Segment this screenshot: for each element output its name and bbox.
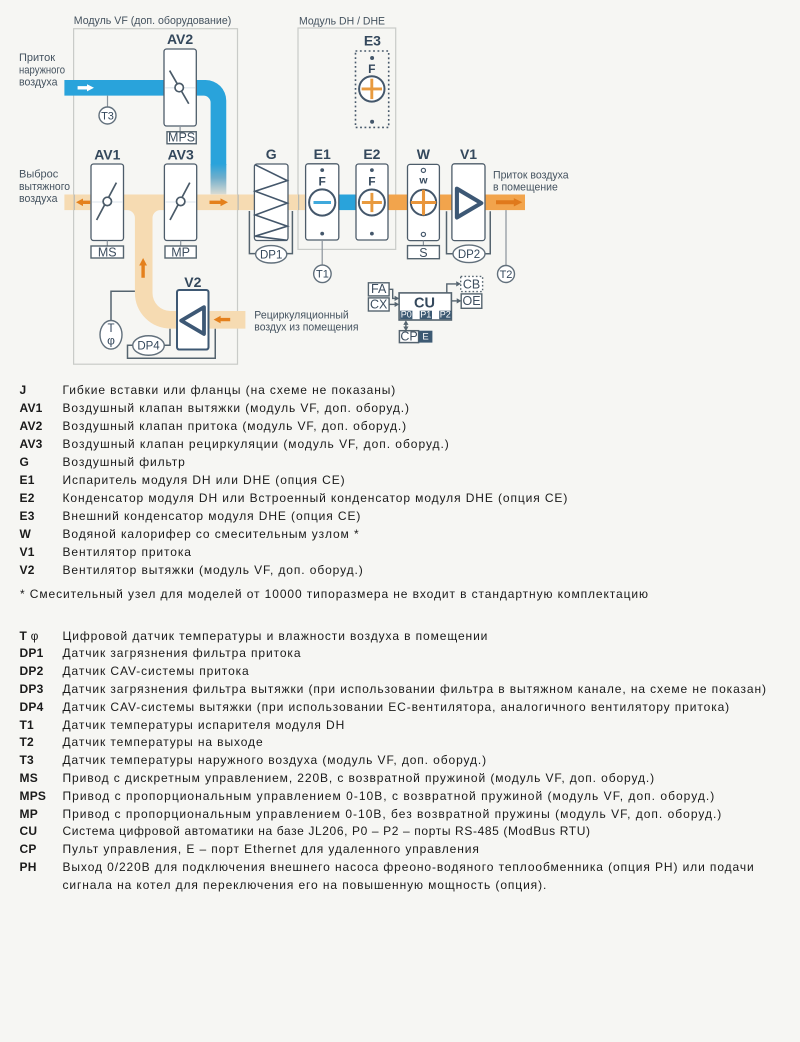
- svg-text:E1: E1: [314, 146, 331, 162]
- svg-text:w: w: [418, 175, 428, 187]
- svg-text:AV1: AV1: [94, 147, 120, 163]
- svg-text:OE: OE: [462, 294, 480, 308]
- svg-text:DP4: DP4: [137, 341, 160, 353]
- svg-text:воздуха: воздуха: [19, 193, 58, 205]
- svg-text:W: W: [417, 146, 431, 162]
- svg-text:Приток: Приток: [19, 52, 55, 64]
- svg-text:наружного: наружного: [19, 64, 65, 76]
- svg-text:Рециркуляционный: Рециркуляционный: [254, 310, 348, 322]
- svg-text:CU: CU: [414, 296, 435, 312]
- svg-text:AV3: AV3: [168, 147, 194, 163]
- svg-text:G: G: [266, 146, 277, 162]
- svg-text:воздуха: воздуха: [19, 77, 58, 89]
- svg-text:P1: P1: [420, 309, 431, 319]
- svg-text:T3: T3: [101, 110, 114, 122]
- svg-text:T2: T2: [500, 269, 513, 281]
- svg-text:CP: CP: [400, 329, 417, 343]
- svg-text:AV2: AV2: [167, 31, 193, 47]
- svg-text:FA: FA: [371, 282, 387, 296]
- svg-text:MS: MS: [98, 246, 117, 260]
- svg-text:P2: P2: [440, 309, 451, 319]
- svg-text:V1: V1: [460, 146, 477, 162]
- svg-text:F: F: [368, 175, 375, 189]
- svg-text:воздух из помещения: воздух из помещения: [254, 321, 358, 333]
- svg-text:Модуль DH / DHE: Модуль DH / DHE: [299, 15, 385, 27]
- svg-text:F: F: [368, 62, 375, 76]
- svg-text:MP: MP: [171, 246, 190, 260]
- svg-text:F: F: [319, 175, 326, 189]
- svg-text:DP1: DP1: [260, 249, 282, 261]
- svg-text:в помещение: в помещение: [493, 181, 558, 193]
- svg-text:Модуль VF (доп. оборудование): Модуль VF (доп. оборудование): [74, 15, 232, 27]
- svg-text:Выброс: Выброс: [19, 169, 59, 181]
- svg-text:V2: V2: [184, 274, 201, 290]
- svg-text:T1: T1: [316, 269, 329, 281]
- svg-text:φ: φ: [107, 334, 115, 348]
- svg-text:E: E: [422, 332, 428, 343]
- svg-text:T: T: [107, 323, 114, 335]
- svg-text:E3: E3: [364, 33, 381, 49]
- svg-text:MPS: MPS: [168, 131, 195, 145]
- svg-text:DP2: DP2: [458, 249, 480, 261]
- svg-text:CX: CX: [370, 297, 388, 311]
- svg-text:S: S: [419, 246, 427, 260]
- svg-text:P0: P0: [401, 309, 412, 319]
- svg-text:E2: E2: [363, 146, 380, 162]
- svg-text:Приток воздуха: Приток воздуха: [493, 169, 569, 181]
- svg-text:CB: CB: [463, 277, 480, 291]
- svg-text:вытяжного: вытяжного: [19, 181, 70, 193]
